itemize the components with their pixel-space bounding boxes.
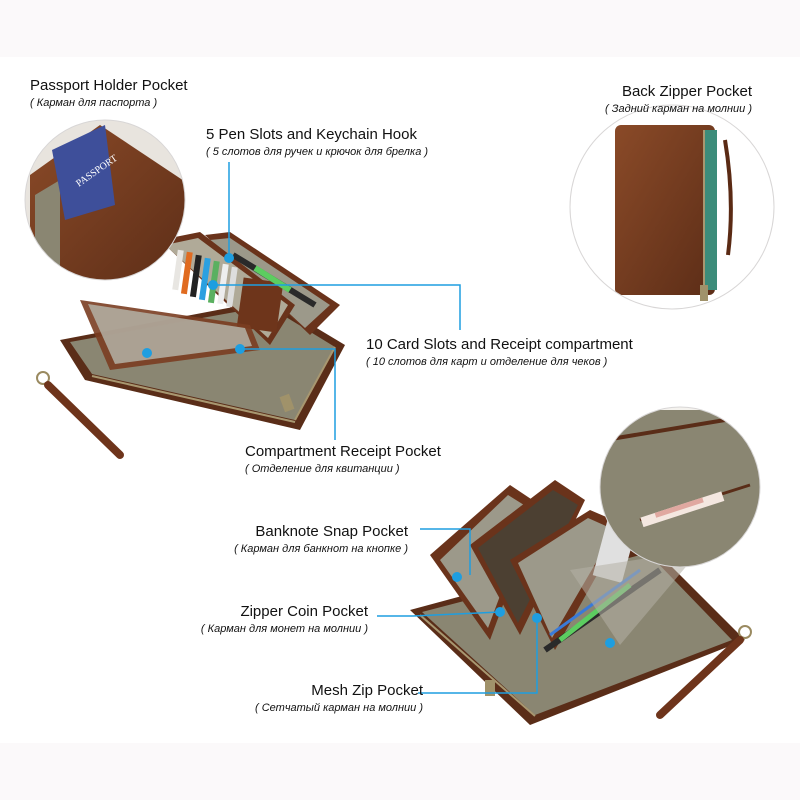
callout-coin-pocket: Zipper Coin Pocket ( Карман для монет на… — [200, 603, 368, 635]
dot-coin-pocket — [495, 607, 505, 617]
dot-card-slots — [208, 280, 218, 290]
dot-receipt-pocket — [235, 344, 245, 354]
callout-dots — [142, 253, 615, 648]
callout-mesh-pocket: Mesh Zip Pocket ( Сетчатый карман на мол… — [255, 682, 423, 714]
callout-banknote-pocket: Banknote Snap Pocket ( Карман для банкно… — [234, 523, 408, 555]
pens — [231, 252, 317, 308]
leader-lines — [213, 162, 538, 694]
card-slots — [172, 249, 284, 333]
dot-pen-holder — [605, 638, 615, 648]
callout-pen-slots: 5 Pen Slots and Keychain Hook ( 5 слотов… — [206, 126, 429, 158]
wrist-strap — [36, 371, 124, 459]
wallet-open-bottom — [410, 480, 752, 725]
dot-banknote-pocket — [452, 572, 462, 582]
passport-detail-circle: PASSPORT — [24, 119, 186, 281]
callout-receipt-pocket: Compartment Receipt Pocket ( Отделение д… — [245, 443, 441, 475]
callout-back-zipper: Back Zipper Pocket ( Задний карман на мо… — [605, 83, 752, 115]
callout-card-slots: 10 Card Slots and Receipt compartment ( … — [366, 336, 633, 368]
dot-passport-pocket — [142, 348, 152, 358]
receipt-detail-circle — [599, 406, 761, 568]
back-pocket-detail-circle — [569, 104, 775, 310]
dot-pen-slots — [224, 253, 234, 263]
dot-mesh-pocket — [532, 613, 542, 623]
callout-passport-holder: Passport Holder Pocket ( Карман для пасп… — [30, 77, 188, 109]
wallet-open-top — [36, 232, 345, 459]
